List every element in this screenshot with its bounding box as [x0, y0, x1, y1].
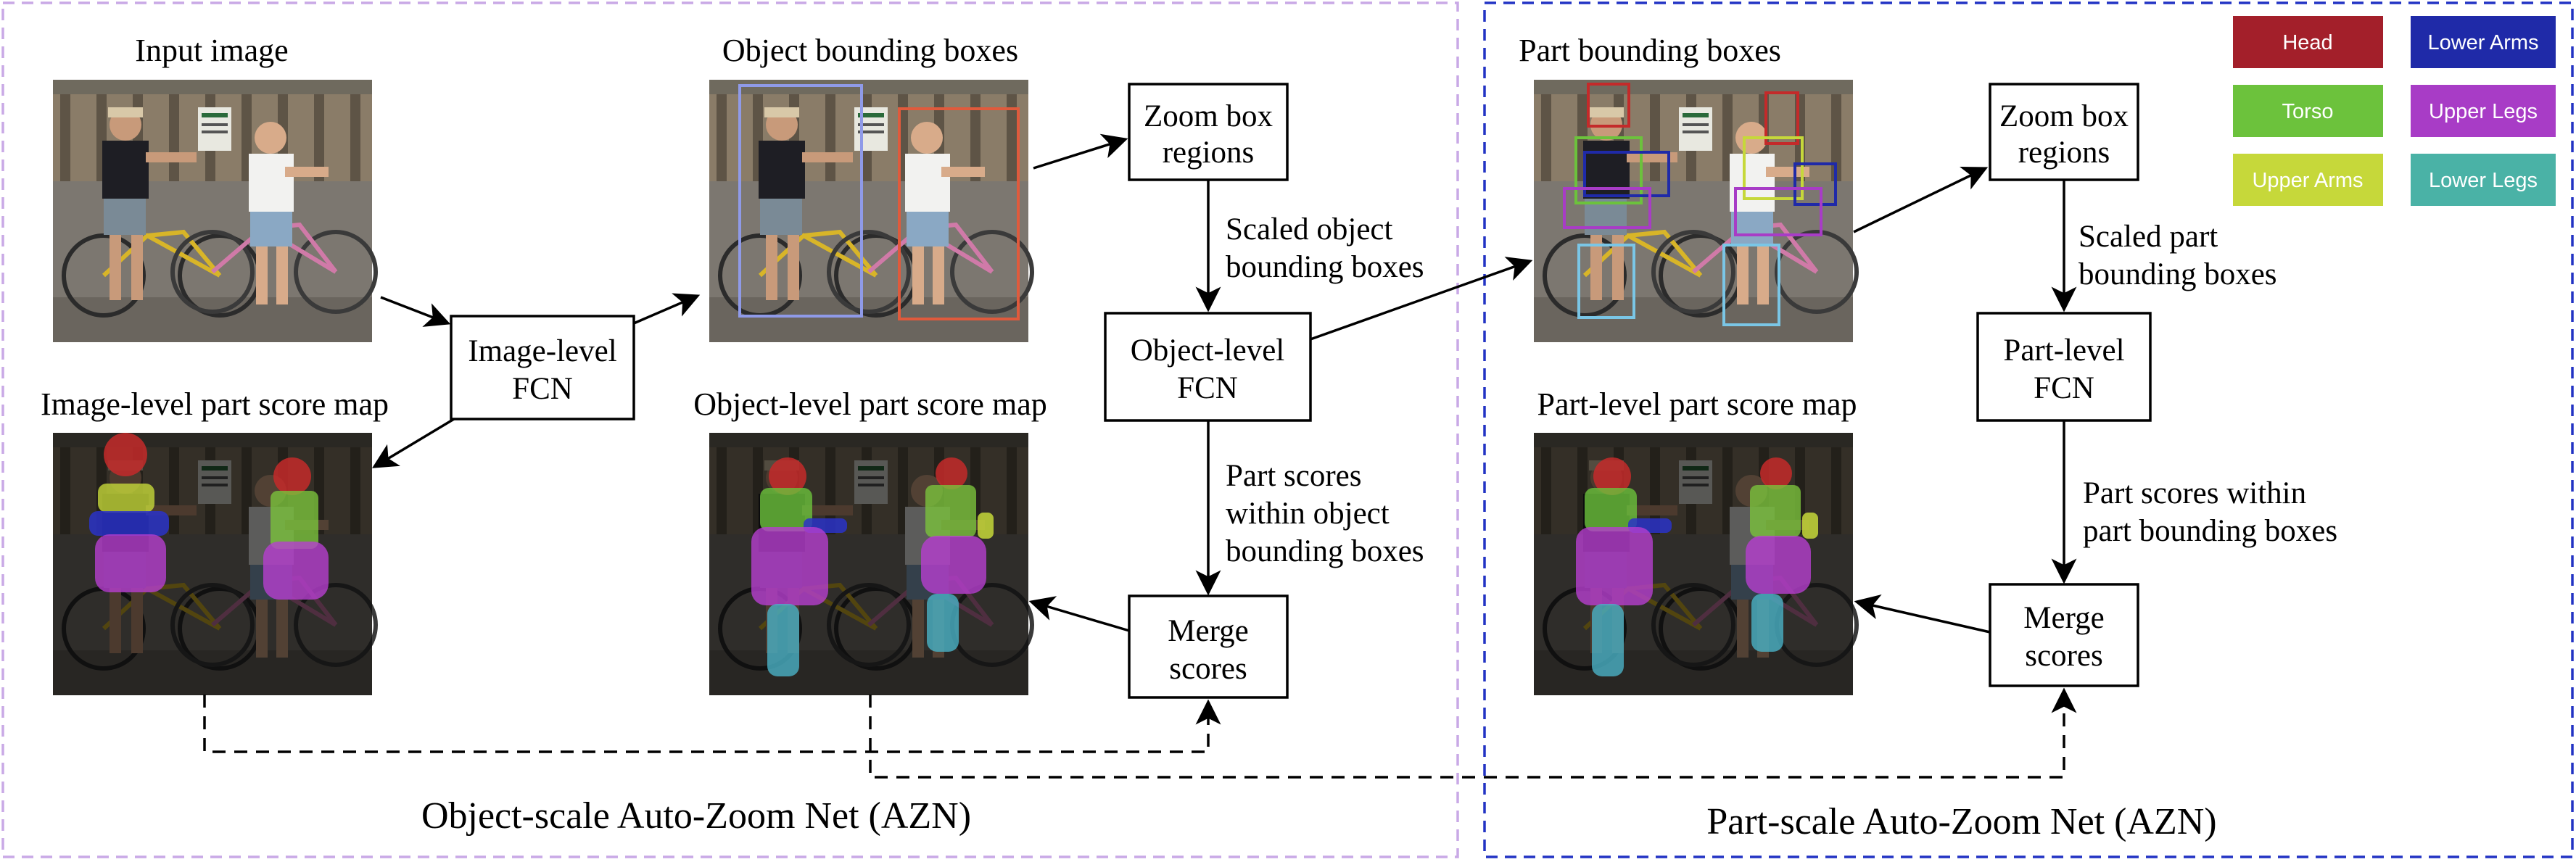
part-bboxes-label: Part bounding boxes — [1519, 33, 1781, 68]
part-scores-part-line2: part bounding boxes — [2083, 514, 2337, 548]
legend-label-lower-legs: Lower Legs — [2429, 169, 2538, 192]
zoom-box-1-line2: regions — [1163, 136, 1255, 170]
part-scores-part-line1: Part scores within — [2083, 476, 2306, 510]
scaled-part-bboxes-line2: bounding boxes — [2078, 257, 2277, 291]
arrow-merge-to-object-score-map — [1028, 596, 1130, 632]
arrow-object-bboxes-to-zoom — [1033, 133, 1128, 170]
object-bboxes-image — [709, 80, 1032, 342]
legend-swatch-upper-arms — [2233, 154, 2383, 206]
input-image — [53, 80, 376, 342]
legend-swatch-lower-legs — [2411, 154, 2556, 206]
image-level-fcn-line1: Image-level — [468, 334, 616, 368]
merge-scores-box-2: Merge scores — [1989, 583, 2139, 687]
scaled-object-bboxes-line2: bounding boxes — [1226, 250, 1424, 284]
part-level-fcn-line1: Part-level — [2003, 333, 2124, 368]
legend-swatch-torso — [2233, 85, 2383, 137]
arrow-image-fcn-to-score-map — [371, 418, 455, 468]
legend-label-upper-arms: Upper Arms — [2252, 169, 2363, 192]
arrow-image-fcn-to-object-bboxes — [633, 293, 701, 325]
legend-swatch-head — [2233, 16, 2383, 68]
merge-scores-box-1: Merge scores — [1128, 594, 1289, 699]
merge-scores-1-line1: Merge — [1168, 614, 1248, 648]
object-level-fcn-line1: Object-level — [1131, 333, 1285, 368]
merge-scores-1-line2: scores — [1169, 652, 1247, 686]
part-bboxes-image — [1534, 80, 1857, 342]
object-level-fcn-box: Object-level FCN — [1104, 312, 1312, 422]
legend-label-lower-arms: Lower Arms — [2427, 31, 2538, 54]
object-scale-panel — [1, 1, 1459, 858]
object-scale-title: Object-scale Auto-Zoom Net (AZN) — [421, 795, 971, 837]
legend-label-torso: Torso — [2282, 100, 2334, 123]
object-level-score-map-label: Object-level part score map — [693, 386, 1046, 422]
legend-label-head: Head — [2282, 31, 2332, 54]
legend-label-upper-legs: Upper Legs — [2429, 100, 2538, 123]
part-level-fcn-line2: FCN — [2034, 371, 2094, 405]
part-level-score-map — [1534, 433, 1857, 695]
merge-scores-2-line2: scores — [2025, 639, 2102, 673]
zoom-box-2-line2: regions — [2018, 136, 2110, 170]
legend-swatch-upper-legs — [2411, 85, 2556, 137]
scaled-object-bboxes-line1: Scaled object — [1226, 212, 1392, 246]
part-scores-object-line1: Part scores — [1226, 459, 1361, 493]
part-scale-panel — [1483, 1, 2574, 858]
zoom-box-regions-box-1: Zoom box regions — [1128, 83, 1289, 181]
image-level-fcn-box: Image-level FCN — [450, 315, 635, 420]
zoom-box-1-line1: Zoom box — [1144, 99, 1273, 133]
part-scores-object-line3: bounding boxes — [1226, 534, 1424, 568]
input-image-label: Input image — [135, 33, 288, 68]
dashed-image-map-to-merge — [203, 695, 1221, 753]
image-level-fcn-line2: FCN — [512, 372, 573, 406]
part-scores-object-line2: within object — [1226, 497, 1390, 531]
merge-scores-2-line1: Merge — [2023, 601, 2104, 635]
arrow-object-fcn-to-part-bboxes — [1310, 257, 1533, 341]
scaled-part-bboxes-line1: Scaled part — [2078, 220, 2218, 254]
arrow-input-to-image-fcn — [380, 296, 451, 327]
object-bboxes-label: Object bounding boxes — [722, 33, 1018, 68]
object-level-fcn-line2: FCN — [1177, 371, 1238, 405]
image-level-score-map-label: Image-level part score map — [41, 386, 389, 422]
part-scale-title: Part-scale Auto-Zoom Net (AZN) — [1706, 801, 2216, 842]
part-level-fcn-box: Part-level FCN — [1976, 312, 2152, 422]
arrow-merge2-to-part-score-map — [1854, 594, 1991, 634]
legend-swatch-lower-arms — [2411, 16, 2556, 68]
part-level-score-map-label: Part-level part score map — [1537, 386, 1857, 422]
arrow-part-bboxes-to-zoom — [1853, 166, 1989, 233]
legend: Head Lower Arms Torso Upper Legs Upper A… — [2233, 16, 2556, 206]
zoom-box-2-line1: Zoom box — [1999, 99, 2129, 133]
dashed-object-map-to-merge2 — [869, 687, 2077, 779]
image-level-score-map — [53, 433, 376, 695]
object-level-score-map — [709, 433, 1032, 695]
zoom-box-regions-box-2: Zoom box regions — [1989, 83, 2139, 181]
